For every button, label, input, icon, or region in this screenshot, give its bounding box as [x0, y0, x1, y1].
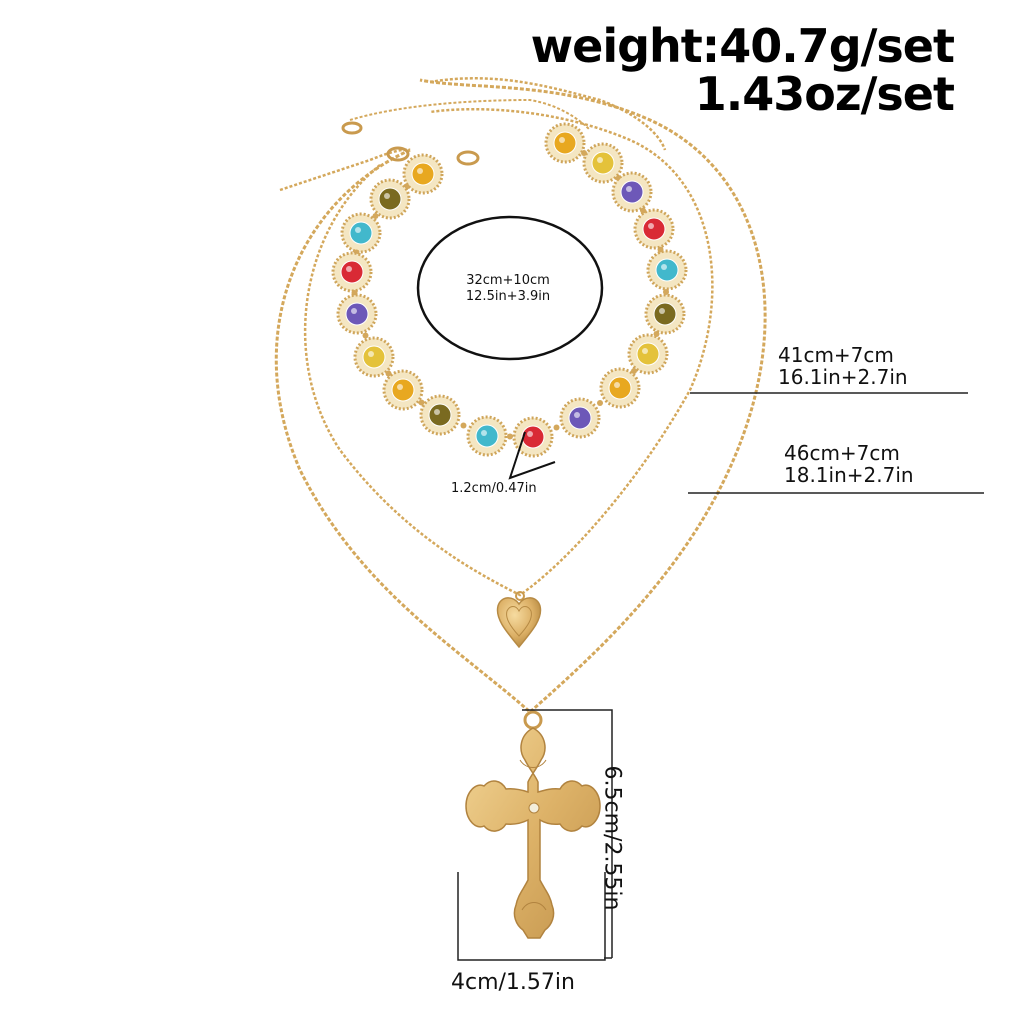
cross-height-bracket [522, 709, 613, 958]
choker-link [640, 207, 646, 214]
clasp-right [456, 150, 480, 166]
rhinestone [512, 416, 554, 458]
rhinestone [466, 415, 508, 457]
choker-link [385, 370, 392, 377]
necklace-2-in: 16.1in+2.7in [778, 365, 908, 389]
weight-ounces: 1.43oz/set [694, 67, 955, 121]
rhinestone [544, 122, 586, 164]
heart-pendant-icon [496, 591, 542, 649]
necklace-3-chain [274, 78, 767, 715]
rhinestone [559, 397, 601, 439]
clasp-left [386, 146, 410, 162]
cross-width-label: 4cm/1.57in [451, 970, 575, 995]
rhinestone [611, 171, 653, 213]
rhinestone [627, 333, 669, 375]
rhinestone [336, 293, 378, 335]
rhinestone [419, 394, 461, 436]
rhinestone [599, 367, 641, 409]
rhinestone [646, 249, 688, 291]
necklace-2-extender [349, 98, 591, 131]
rhinestone [582, 142, 624, 184]
choker-length-label: 32cm+10cm 12.5in+3.9in [418, 273, 598, 305]
stone-size-pointer [508, 431, 556, 480]
choker-link [418, 399, 425, 406]
weight-grams: weight:40.7g/set [530, 19, 955, 73]
choker-link [631, 368, 637, 374]
clasp-top [341, 121, 363, 135]
choker-link [362, 332, 369, 339]
choker-link [553, 424, 560, 431]
cross-height-label: 6.5cm/2.55in [599, 765, 625, 911]
weight-label: weight:40.7g/set 1.43oz/set [530, 19, 955, 121]
choker-length-in: 12.5in+3.9in [465, 289, 551, 304]
necklace-3-extender [429, 77, 667, 151]
choker-stones [331, 122, 688, 458]
necklace-3-cm: 46cm+7cm [784, 441, 900, 465]
rhinestone [644, 293, 686, 335]
necklace-2-cm: 41cm+7cm [778, 343, 894, 367]
choker-length-cm: 32cm+10cm [466, 273, 550, 288]
cross-pendant-icon [465, 710, 601, 939]
stone-size-label: 1.2cm/0.47in [451, 481, 537, 496]
choker-link [597, 400, 603, 406]
rhinestone [353, 336, 395, 378]
choker-link [460, 422, 467, 429]
choker-link [372, 213, 379, 219]
necklace-2-chain [304, 107, 714, 597]
necklace-2-length-label: 41cm+7cm 16.1in+2.7in [778, 344, 908, 388]
choker-extender [279, 148, 411, 192]
rhinestone [402, 153, 444, 195]
rhinestone [633, 208, 675, 250]
choker-link [507, 433, 513, 440]
rhinestone [382, 369, 424, 411]
rhinestone [340, 212, 382, 254]
choker-size-ellipse [416, 215, 604, 361]
necklace-3-in: 18.1in+2.7in [784, 463, 914, 487]
choker-link [663, 289, 669, 295]
rhinestone [331, 251, 373, 293]
rhinestone [369, 178, 411, 220]
cross-width-bracket [457, 872, 606, 961]
necklace-3-length-label: 46cm+7cm 18.1in+2.7in [784, 442, 914, 486]
